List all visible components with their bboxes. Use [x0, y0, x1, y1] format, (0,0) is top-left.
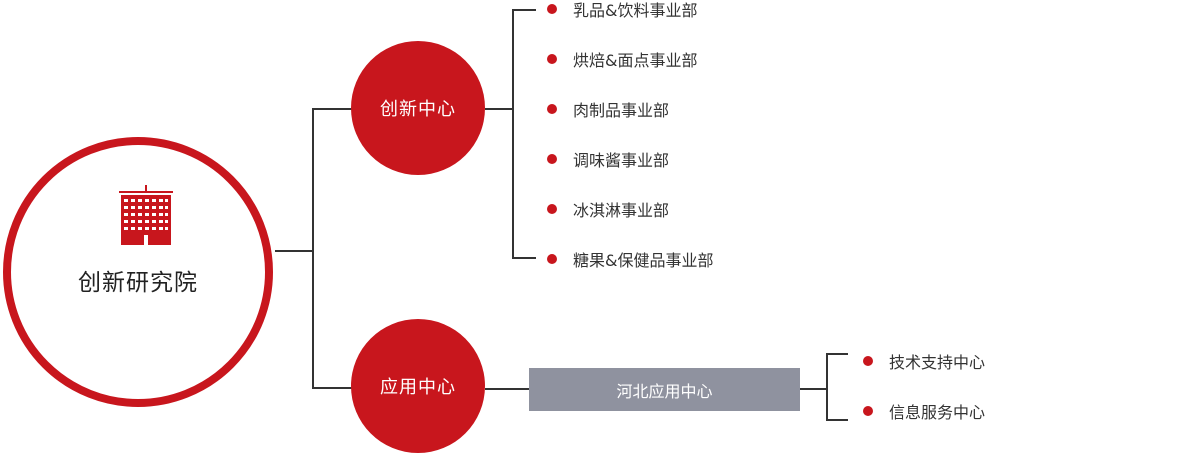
bullet-icon	[547, 154, 557, 164]
building-icon	[119, 185, 173, 245]
application-center-node: 应用中心	[351, 319, 485, 453]
item-label: 肉制品事业部	[573, 101, 670, 120]
bullet-icon	[547, 54, 557, 64]
bullet-icon	[547, 254, 557, 264]
connector	[312, 108, 314, 389]
bullet-icon	[547, 204, 557, 214]
item-label: 技术支持中心	[889, 353, 986, 372]
connector	[312, 387, 352, 389]
item-label: 乳品&饮料事业部	[573, 1, 698, 20]
connector	[512, 9, 514, 259]
bullet-icon	[547, 4, 557, 14]
innovation-center-node: 创新中心	[351, 41, 485, 175]
root-node: 创新研究院	[3, 137, 273, 407]
list-item: 乳品&饮料事业部	[547, 0, 698, 20]
list-item: 冰淇淋事业部	[547, 199, 670, 220]
connector	[512, 9, 536, 11]
connector	[312, 108, 352, 110]
list-item: 调味酱事业部	[547, 149, 670, 170]
connector	[826, 353, 828, 421]
list-item: 技术支持中心	[863, 351, 986, 372]
connector	[826, 353, 848, 355]
bullet-icon	[863, 356, 873, 366]
item-label: 糖果&保健品事业部	[573, 251, 714, 270]
connector	[800, 388, 827, 390]
list-item: 糖果&保健品事业部	[547, 249, 714, 270]
hebei-application-center-box: 河北应用中心	[529, 368, 800, 411]
item-label: 冰淇淋事业部	[573, 201, 670, 220]
item-label: 信息服务中心	[889, 403, 986, 422]
root-label: 创新研究院	[78, 270, 198, 296]
item-label: 烘焙&面点事业部	[573, 51, 698, 70]
list-item: 信息服务中心	[863, 401, 986, 422]
list-item: 肉制品事业部	[547, 99, 670, 120]
bullet-icon	[547, 104, 557, 114]
list-item: 烘焙&面点事业部	[547, 49, 698, 70]
connector	[826, 419, 848, 421]
connector	[512, 257, 536, 259]
bullet-icon	[863, 406, 873, 416]
connector	[485, 108, 513, 110]
item-label: 调味酱事业部	[573, 151, 670, 170]
connector	[485, 388, 529, 390]
connector	[275, 250, 313, 252]
